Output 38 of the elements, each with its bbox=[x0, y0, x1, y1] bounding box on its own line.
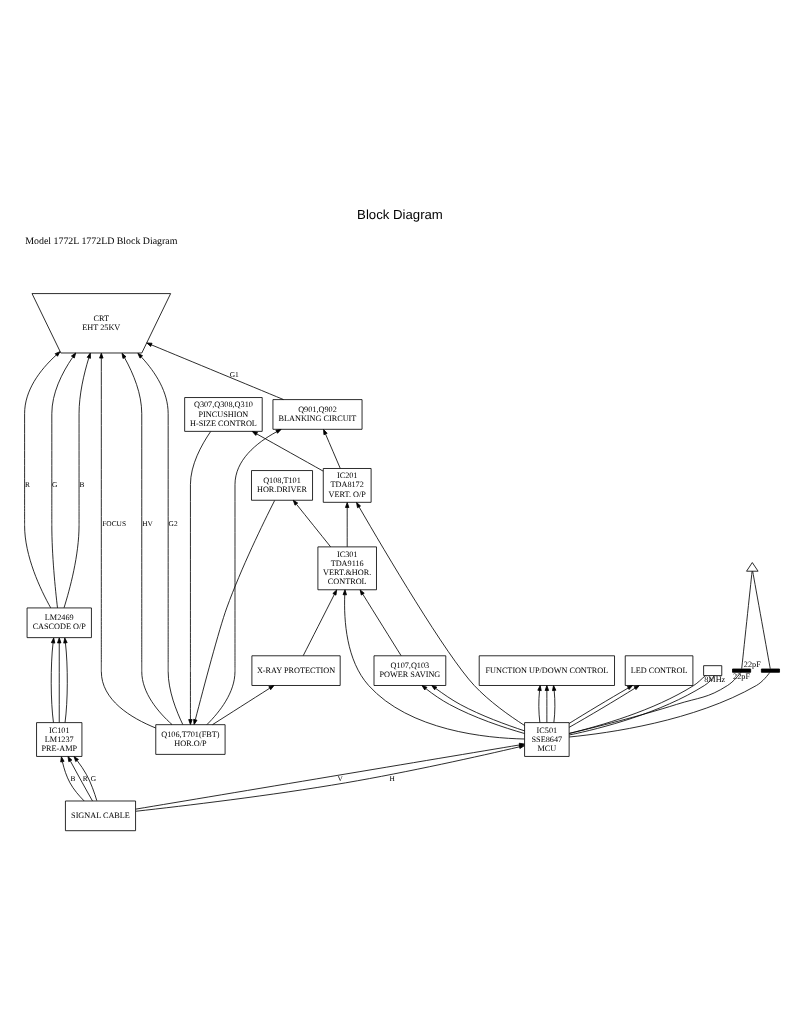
arrow bbox=[188, 431, 211, 725]
arrow bbox=[251, 431, 324, 472]
arrow bbox=[292, 499, 331, 548]
arrow bbox=[356, 502, 525, 726]
arrow bbox=[99, 352, 157, 729]
node-box bbox=[703, 665, 723, 676]
node-triangle bbox=[746, 562, 759, 572]
arrow bbox=[63, 637, 68, 723]
node-bar bbox=[732, 668, 752, 673]
arrow bbox=[568, 685, 640, 728]
arrow bbox=[342, 589, 525, 740]
arrow bbox=[323, 429, 341, 469]
connector bbox=[752, 570, 771, 670]
arrow bbox=[24, 351, 61, 609]
connector bbox=[568, 671, 771, 738]
arrow bbox=[67, 756, 93, 802]
arrow bbox=[60, 756, 85, 802]
arrow bbox=[137, 352, 184, 725]
arrow bbox=[359, 589, 402, 656]
arrow bbox=[302, 589, 338, 656]
arrow bbox=[537, 685, 542, 723]
arrow bbox=[63, 352, 91, 609]
arrow bbox=[206, 429, 282, 725]
connector bbox=[568, 671, 742, 734]
arrow bbox=[50, 637, 56, 723]
connector bbox=[741, 570, 753, 670]
arrow bbox=[345, 502, 350, 548]
arrow bbox=[146, 342, 284, 400]
arrow bbox=[568, 685, 633, 724]
arrow bbox=[212, 685, 275, 725]
arrow bbox=[57, 637, 62, 723]
arrow bbox=[51, 352, 77, 609]
arrow bbox=[193, 500, 276, 725]
arrow bbox=[544, 685, 549, 723]
arrow bbox=[121, 352, 173, 725]
arrow bbox=[552, 685, 557, 723]
arrow bbox=[73, 756, 98, 802]
node-bar bbox=[760, 668, 780, 673]
